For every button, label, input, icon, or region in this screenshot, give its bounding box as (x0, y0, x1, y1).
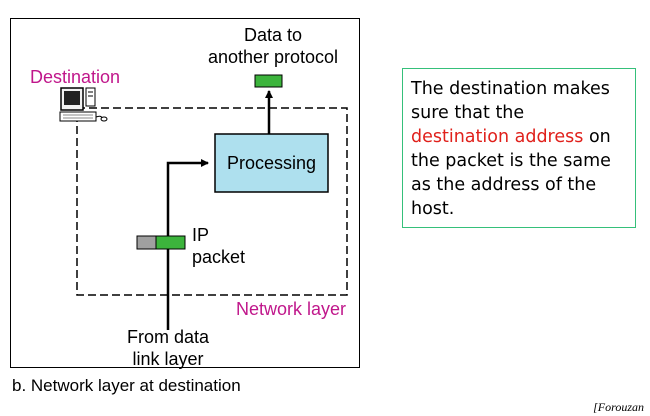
output-label-line-1: Data to (243, 25, 303, 45)
explanation-note: The destination makes sure that the dest… (402, 68, 636, 228)
source-citation: [Forouzan (593, 400, 644, 414)
processing-label: Processing (226, 153, 317, 173)
computer-icon (59, 87, 108, 122)
output-label-line-2: another protocol (207, 47, 339, 67)
diagram-frame (10, 18, 360, 368)
input-label-line-2: link layer (132, 349, 204, 369)
input-label-line-1: From data (126, 327, 210, 347)
output-label: Data to another protocol (198, 24, 348, 68)
layer-label: Network layer (236, 299, 347, 319)
figure-caption: b. Network layer at destination (12, 376, 241, 395)
network-layer-boundary (76, 107, 348, 296)
output-data-block (254, 74, 283, 88)
destination-label: Destination (30, 67, 121, 87)
processing-box (214, 133, 329, 193)
note-text-end: on the packet is the same as the address… (411, 127, 611, 219)
packet-label-line-2: packet (192, 247, 246, 267)
input-label: From data link layer (108, 326, 228, 370)
packet-data (155, 235, 186, 250)
packet-header (136, 235, 157, 250)
note-highlight: destination address (411, 127, 584, 147)
note-text-start: The destination makes sure that the (411, 79, 610, 123)
packet-label-line-1: IP (192, 225, 210, 245)
packet-label: IP packet (192, 224, 245, 268)
input-arrow (166, 159, 209, 330)
